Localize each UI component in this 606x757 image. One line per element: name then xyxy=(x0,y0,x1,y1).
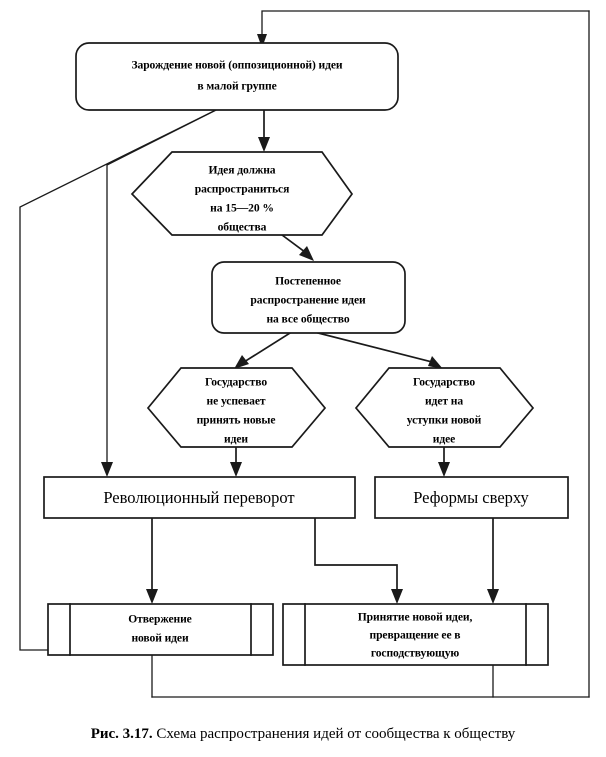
connector-state-concedes-to-reforms xyxy=(438,446,450,477)
node-rejection-line-1: Отвержение xyxy=(128,613,191,626)
node-state-fails-line-3: принять новые xyxy=(197,414,276,427)
node-rejection-line-2: новой идеи xyxy=(131,632,189,645)
node-origin-line-2: в малой группе xyxy=(197,80,276,93)
flowchart-diagram: Зарождение новой (оппозиционной) идеи в … xyxy=(19,10,590,698)
node-state-concedes-line-3: уступки новой xyxy=(407,414,482,427)
node-acceptance-line-3: господствующую xyxy=(371,647,460,660)
node-state-fails-line-2: не успевает xyxy=(207,395,266,408)
node-state-fails-line-1: Государство xyxy=(205,376,267,389)
node-acceptance[interactable]: Принятие новой идеи, превращение ее в го… xyxy=(282,603,549,666)
node-gradual-spread-line-3: на все общество xyxy=(266,313,349,326)
node-state-fails[interactable]: Государство не успевает принять новые ид… xyxy=(146,367,327,448)
connector-feedback-top xyxy=(257,10,590,48)
node-spread-condition-line-2: распространиться xyxy=(195,183,290,196)
connector-revolution-to-acceptance xyxy=(314,517,403,604)
node-revolution[interactable]: Революционный переворот xyxy=(43,476,356,519)
node-gradual-spread-line-1: Постепенное xyxy=(275,275,341,288)
node-spread-condition-line-1: Идея должна xyxy=(209,164,276,177)
node-state-fails-line-4: идеи xyxy=(224,433,248,446)
node-state-concedes-line-4: идее xyxy=(433,433,455,446)
connector-reforms-to-acceptance xyxy=(487,517,499,604)
node-reforms[interactable]: Реформы сверху xyxy=(374,476,569,519)
node-spread-condition-line-3: на 15—20 % xyxy=(210,202,274,215)
connector-origin-to-revolution xyxy=(101,106,223,477)
node-revolution-label: Революционный переворот xyxy=(103,488,294,507)
node-acceptance-line-1: Принятие новой идеи, xyxy=(358,611,473,624)
node-state-concedes-line-1: Государство xyxy=(413,376,475,389)
node-origin-line-1: Зарождение новой (оппозиционной) идеи xyxy=(131,59,342,72)
node-state-concedes[interactable]: Государство идет на уступки новой идее xyxy=(354,367,535,448)
figure-caption: Рис. 3.17. Схема распространения идей от… xyxy=(0,712,606,757)
node-spread-condition-line-4: общества xyxy=(218,221,267,234)
connector-gradual-to-state-fails xyxy=(234,331,292,369)
node-gradual-spread[interactable]: Постепенное распространение идеи на все … xyxy=(211,261,406,334)
connector-gradual-to-state-concedes xyxy=(316,331,443,369)
node-reforms-label: Реформы сверху xyxy=(413,488,529,507)
node-origin[interactable]: Зарождение новой (оппозиционной) идеи в … xyxy=(75,42,399,111)
node-acceptance-line-2: превращение ее в xyxy=(370,629,461,642)
node-state-concedes-line-2: идет на xyxy=(425,395,463,408)
node-spread-condition[interactable]: Идея должна распространиться на 15—20 % … xyxy=(130,151,354,236)
connector-condition-to-gradual xyxy=(276,230,314,261)
figure-caption-label: Рис. 3.17. xyxy=(90,726,153,742)
node-gradual-spread-line-2: распространение идеи xyxy=(250,294,366,307)
connector-origin-to-condition xyxy=(258,109,270,152)
connector-state-fails-to-revolution xyxy=(230,446,242,477)
figure-caption-text: Схема распространения идей от сообщества… xyxy=(156,726,516,742)
connector-revolution-to-rejection xyxy=(146,517,158,604)
node-rejection[interactable]: Отвержение новой идеи xyxy=(47,603,274,656)
